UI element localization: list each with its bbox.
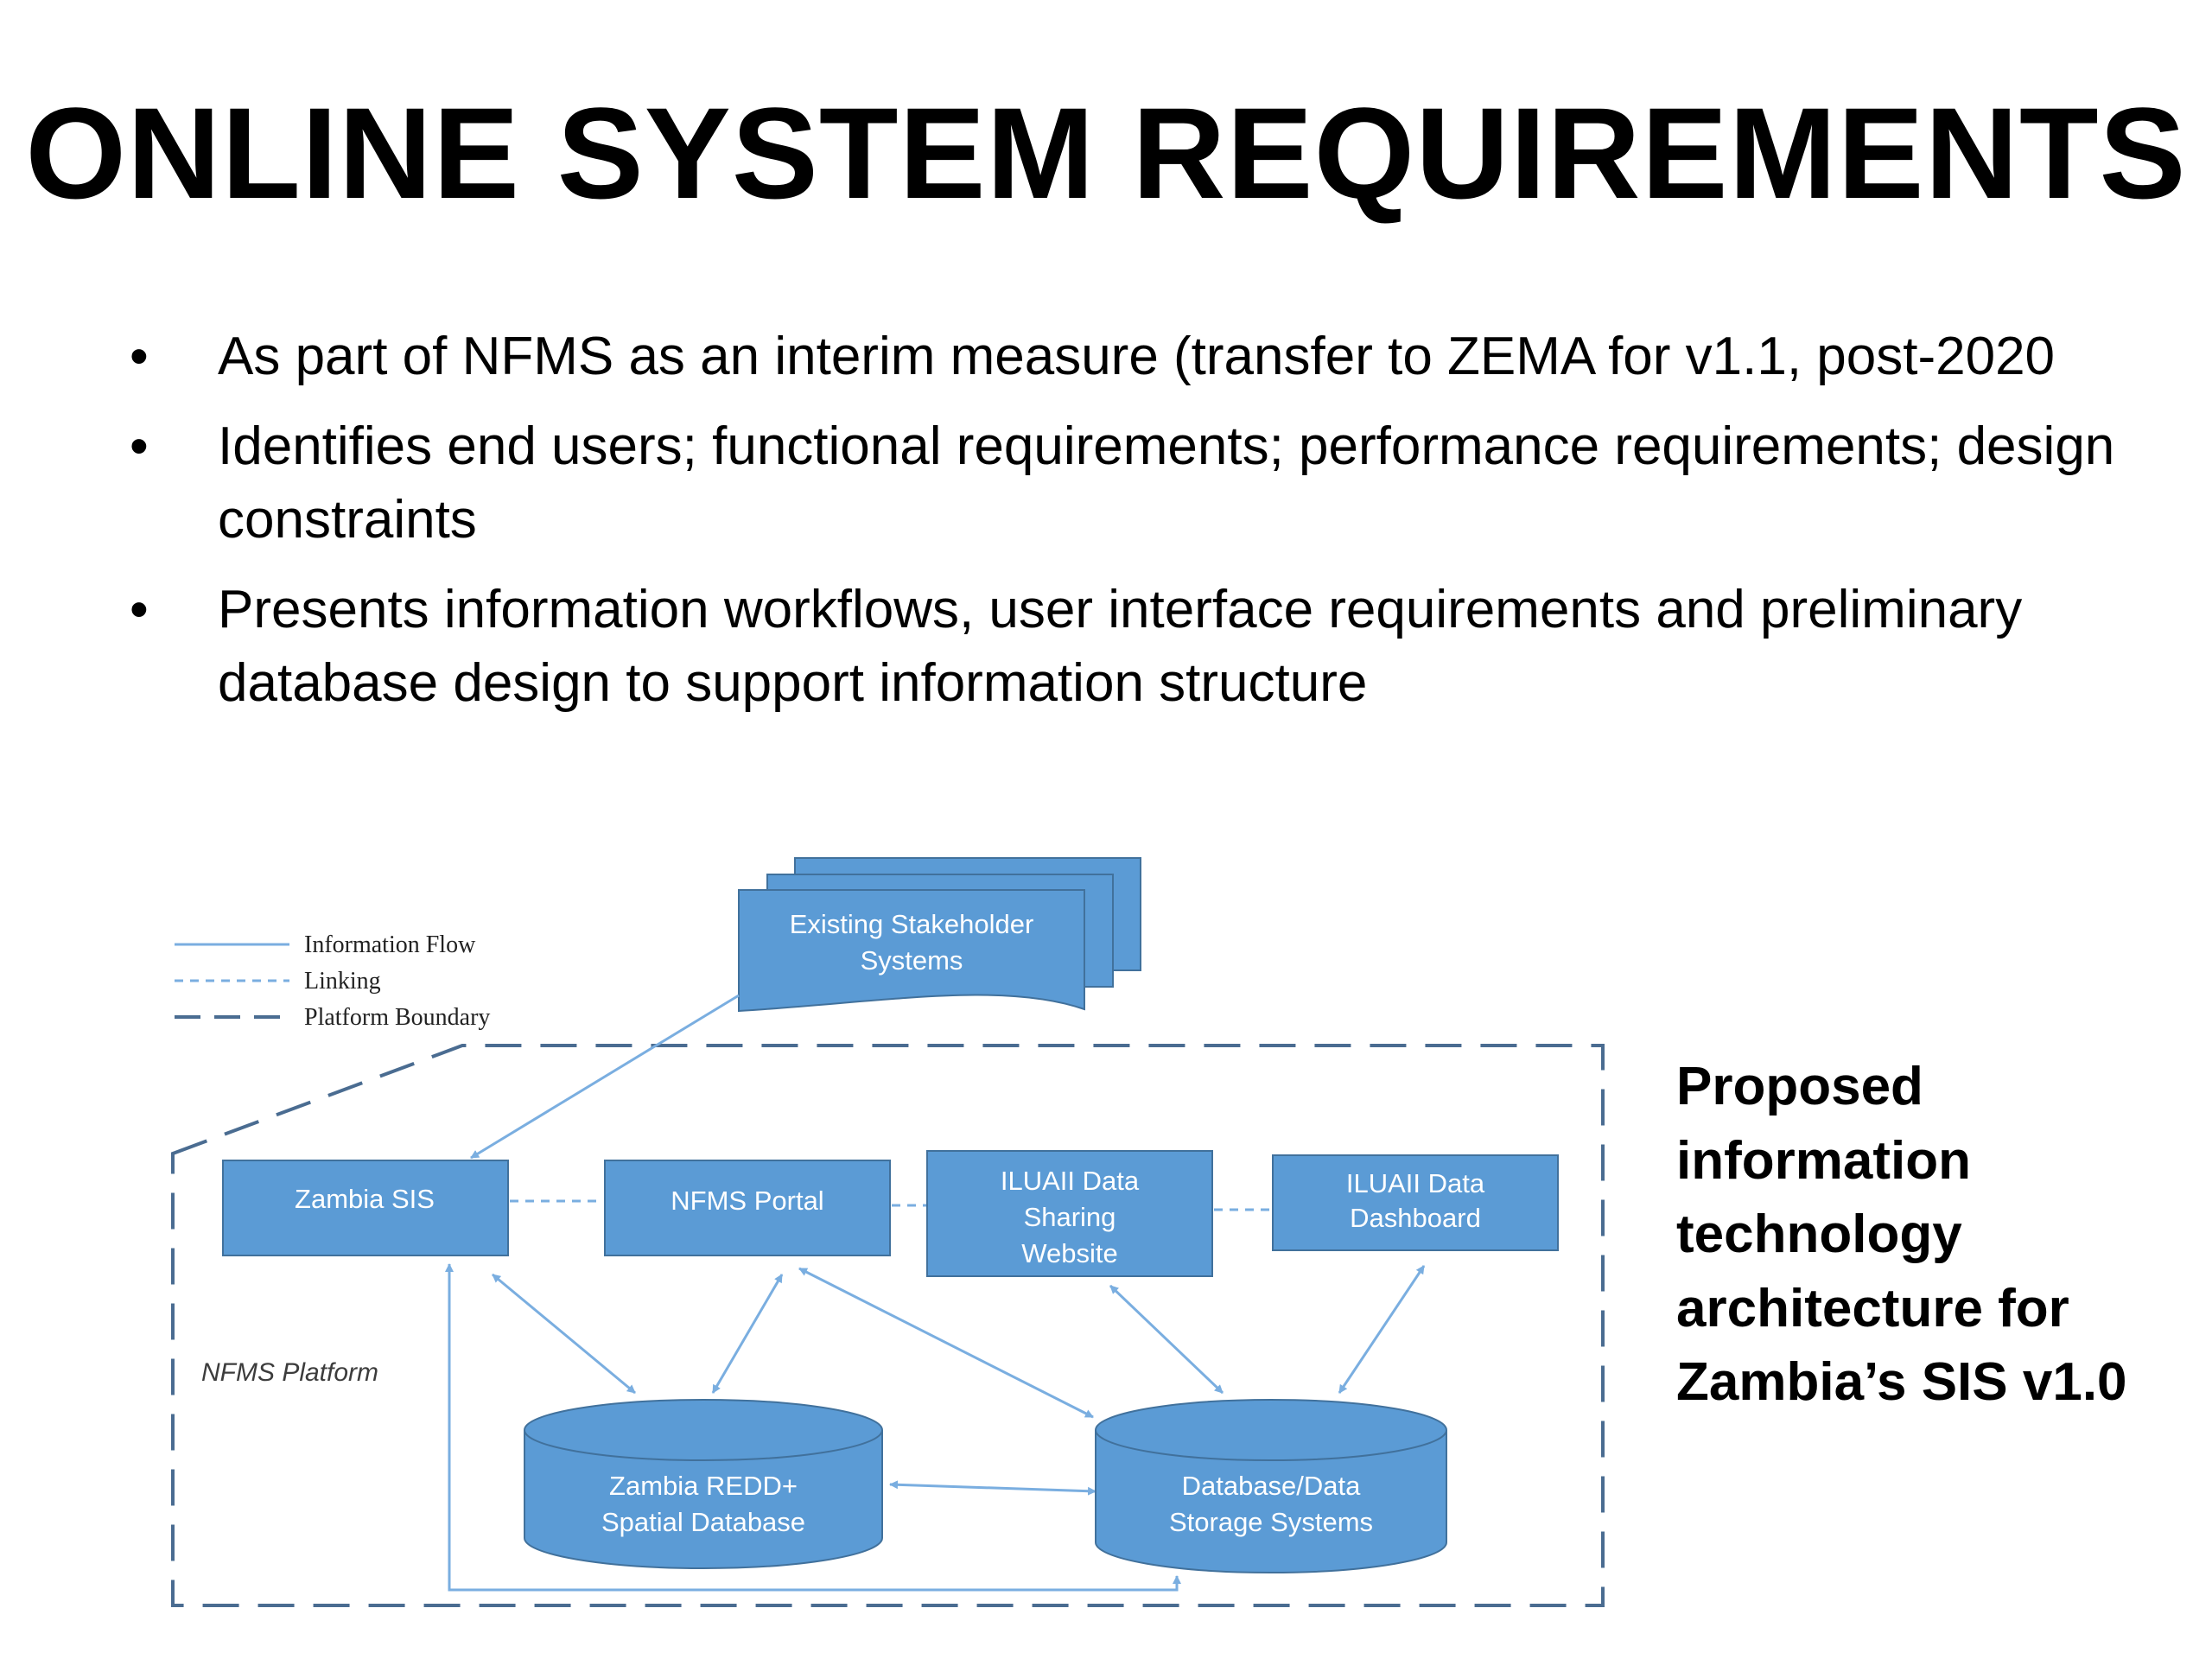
slide-title: ONLINE SYSTEM REQUIREMENTS: [25, 80, 2187, 226]
bullet-marker: •: [130, 416, 149, 476]
nfms-portal-node: NFMS Portal: [604, 1160, 891, 1256]
stakeholder-doc-front: [738, 889, 1085, 1013]
bullet-marker: •: [130, 579, 149, 639]
zambia-sis-box: [222, 1160, 509, 1256]
iluaii-website-label-line3: Website: [1021, 1238, 1117, 1268]
storage-db-body: [1095, 1430, 1447, 1573]
iluaii-dashboard-node: ILUAII Data Dashboard: [1272, 1154, 1559, 1251]
iluaii-dashboard-label-line1: ILUAII Data: [1346, 1168, 1485, 1198]
bullet-text: As part of NFMS as an interim measure (t…: [218, 327, 2056, 386]
bullet-text: Identifies end users; functional require…: [218, 416, 2115, 550]
redd-db-top: [524, 1399, 883, 1461]
bullet-item: • Presents information workflows, user i…: [130, 573, 2117, 721]
legend-boundary-label: Platform Boundary: [304, 1004, 490, 1031]
stakeholder-systems-node: Existing Stakeholder Systems: [738, 857, 1141, 1013]
flow-dashboard-storage: [1338, 1265, 1426, 1394]
flow-website-storage: [1109, 1284, 1224, 1395]
platform-label: NFMS Platform: [201, 1358, 378, 1387]
iluaii-dashboard-box: [1272, 1154, 1559, 1251]
nfms-portal-label: NFMS Portal: [671, 1185, 823, 1216]
bullet-item: • As part of NFMS as an interim measure …: [130, 320, 2117, 394]
bullet-item: • Identifies end users; functional requi…: [130, 410, 2117, 557]
iluaii-website-label-line2: Sharing: [1024, 1202, 1116, 1232]
flow-redd-storage: [889, 1480, 1096, 1496]
bullet-text: Presents information workflows, user int…: [218, 579, 2023, 714]
data-storage-node: Database/Data Storage Systems: [1095, 1399, 1447, 1573]
redd-db-body: [524, 1430, 883, 1569]
flow-sis-redd: [492, 1273, 636, 1395]
flow-portal-redd: [711, 1274, 784, 1394]
bullet-list: • As part of NFMS as an interim measure …: [130, 320, 2117, 736]
zambia-sis-label: Zambia SIS: [295, 1184, 435, 1214]
flow-stakeholder-sis: [470, 994, 740, 1160]
flow-portal-storage: [798, 1267, 1094, 1419]
bullet-marker: •: [130, 327, 149, 386]
nfms-portal-box: [604, 1160, 891, 1256]
flow-storage-sis: [445, 1263, 1181, 1592]
stakeholder-label-line2: Systems: [861, 945, 963, 976]
legend-flow-label: Information Flow: [304, 931, 476, 958]
linking-lines: [510, 1199, 1272, 1211]
storage-db-label-line1: Database/Data: [1182, 1471, 1362, 1501]
information-flow-lines: [445, 994, 1426, 1592]
legend: Information Flow Linking Platform Bounda…: [175, 931, 490, 1031]
iluaii-dashboard-label-line2: Dashboard: [1350, 1203, 1481, 1233]
stakeholder-label-line1: Existing Stakeholder: [790, 909, 1034, 939]
redd-spatial-database-node: Zambia REDD+ Spatial Database: [524, 1399, 883, 1569]
iluaii-website-box: [926, 1150, 1213, 1277]
diagram-caption: Proposed information technology architec…: [1676, 1057, 2127, 1413]
storage-db-top: [1095, 1399, 1447, 1461]
storage-db-label-line2: Storage Systems: [1169, 1507, 1373, 1537]
redd-db-label-line1: Zambia REDD+: [609, 1471, 798, 1501]
zambia-sis-node: Zambia SIS: [222, 1160, 509, 1256]
iluaii-website-node: ILUAII Data Sharing Website: [926, 1150, 1213, 1277]
redd-db-label-line2: Spatial Database: [601, 1507, 805, 1537]
legend-linking-label: Linking: [304, 968, 381, 995]
platform-boundary: [171, 1044, 1605, 1607]
iluaii-website-label-line1: ILUAII Data: [1001, 1166, 1140, 1196]
